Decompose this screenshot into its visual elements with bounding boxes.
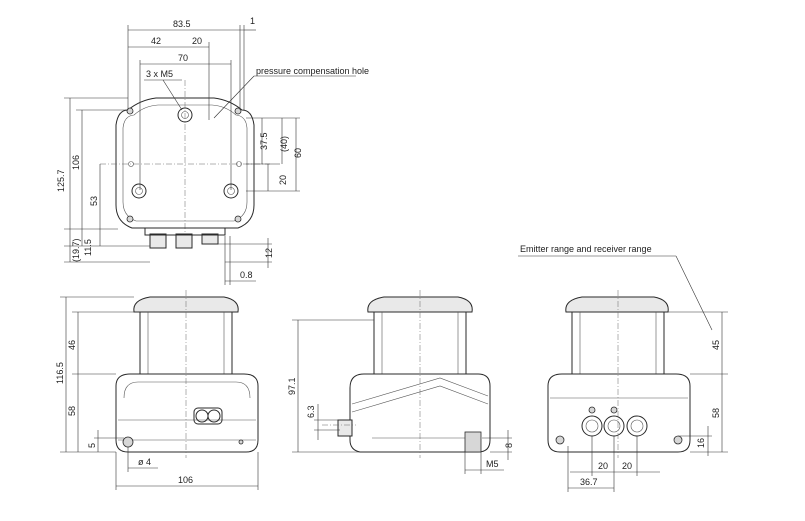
thread-label: 3 x M5: [146, 69, 173, 79]
dim-70: 70: [178, 53, 188, 63]
rear-view-base: [547, 373, 691, 453]
dim-60: 60: [293, 148, 303, 158]
dim-53: 53: [89, 196, 99, 206]
front-view-led-right: [207, 409, 221, 423]
dim-42: 42: [151, 36, 161, 46]
dim-97-1: 97.1: [287, 377, 297, 395]
dim-20-rear-left: 20: [598, 461, 608, 471]
dim-116-5: 116.5: [55, 362, 65, 384]
side-view-base: [349, 373, 491, 453]
top-view: 83.5 1 42 20 70 3 x M5 pressure compensa…: [56, 16, 369, 285]
dim-11-5: 11.5: [83, 239, 93, 256]
dim-19-7: (19.7): [71, 238, 81, 262]
dim-36-7: 36.7: [580, 477, 598, 487]
top-view-housing: [115, 97, 255, 229]
dim-106-left: 106: [71, 155, 81, 170]
top-view-connectors: [144, 227, 226, 249]
dim-83-5: 83.5: [173, 19, 191, 29]
dim-37-5: 37.5: [259, 132, 269, 150]
dim-m5: M5: [486, 459, 499, 469]
rear-view-connector-3: [626, 415, 648, 437]
rear-view-connector-2: [603, 415, 625, 437]
emitter-receiver-range-label: Emitter range and receiver range: [520, 244, 652, 254]
dim-40: (40): [279, 136, 289, 152]
dim-5: 5: [87, 443, 97, 448]
dim-8: 8: [504, 443, 514, 448]
dim-6-3: 6.3: [306, 405, 316, 418]
side-view-thread: [464, 431, 482, 453]
dim-hole-dia: ø 4: [138, 457, 151, 467]
top-view-mounting-holes: [126, 107, 242, 223]
side-view-connector: [337, 419, 353, 437]
dim-20-right: 20: [278, 175, 288, 185]
rear-view-cap: [565, 296, 669, 313]
dim-20-rear-right: 20: [622, 461, 632, 471]
front-view-base: [115, 373, 259, 453]
dim-106-front: 106: [178, 475, 193, 485]
dim-20-top: 20: [192, 36, 202, 46]
dim-46: 46: [67, 340, 77, 350]
dim-0-8: 0.8: [240, 270, 253, 280]
front-view: 116.5 46 58 5 ø 4 106: [55, 290, 259, 490]
dim-125-7: 125.7: [56, 169, 66, 192]
rear-view: Emitter range and receiver range 45 58 1…: [518, 244, 728, 492]
dim-58-front: 58: [67, 406, 77, 416]
pressure-compensation-label: pressure compensation hole: [256, 66, 369, 76]
dim-1: 1: [250, 16, 255, 26]
dim-16: 16: [696, 438, 706, 448]
dim-12: 12: [264, 248, 274, 258]
top-view-inner-outline: [122, 104, 248, 222]
rear-view-connector-1: [581, 415, 603, 437]
dim-58-rear: 58: [711, 408, 721, 418]
dim-45: 45: [711, 340, 721, 350]
side-view: 97.1 6.3 8 M5: [287, 290, 514, 474]
front-view-hole: [122, 436, 134, 448]
